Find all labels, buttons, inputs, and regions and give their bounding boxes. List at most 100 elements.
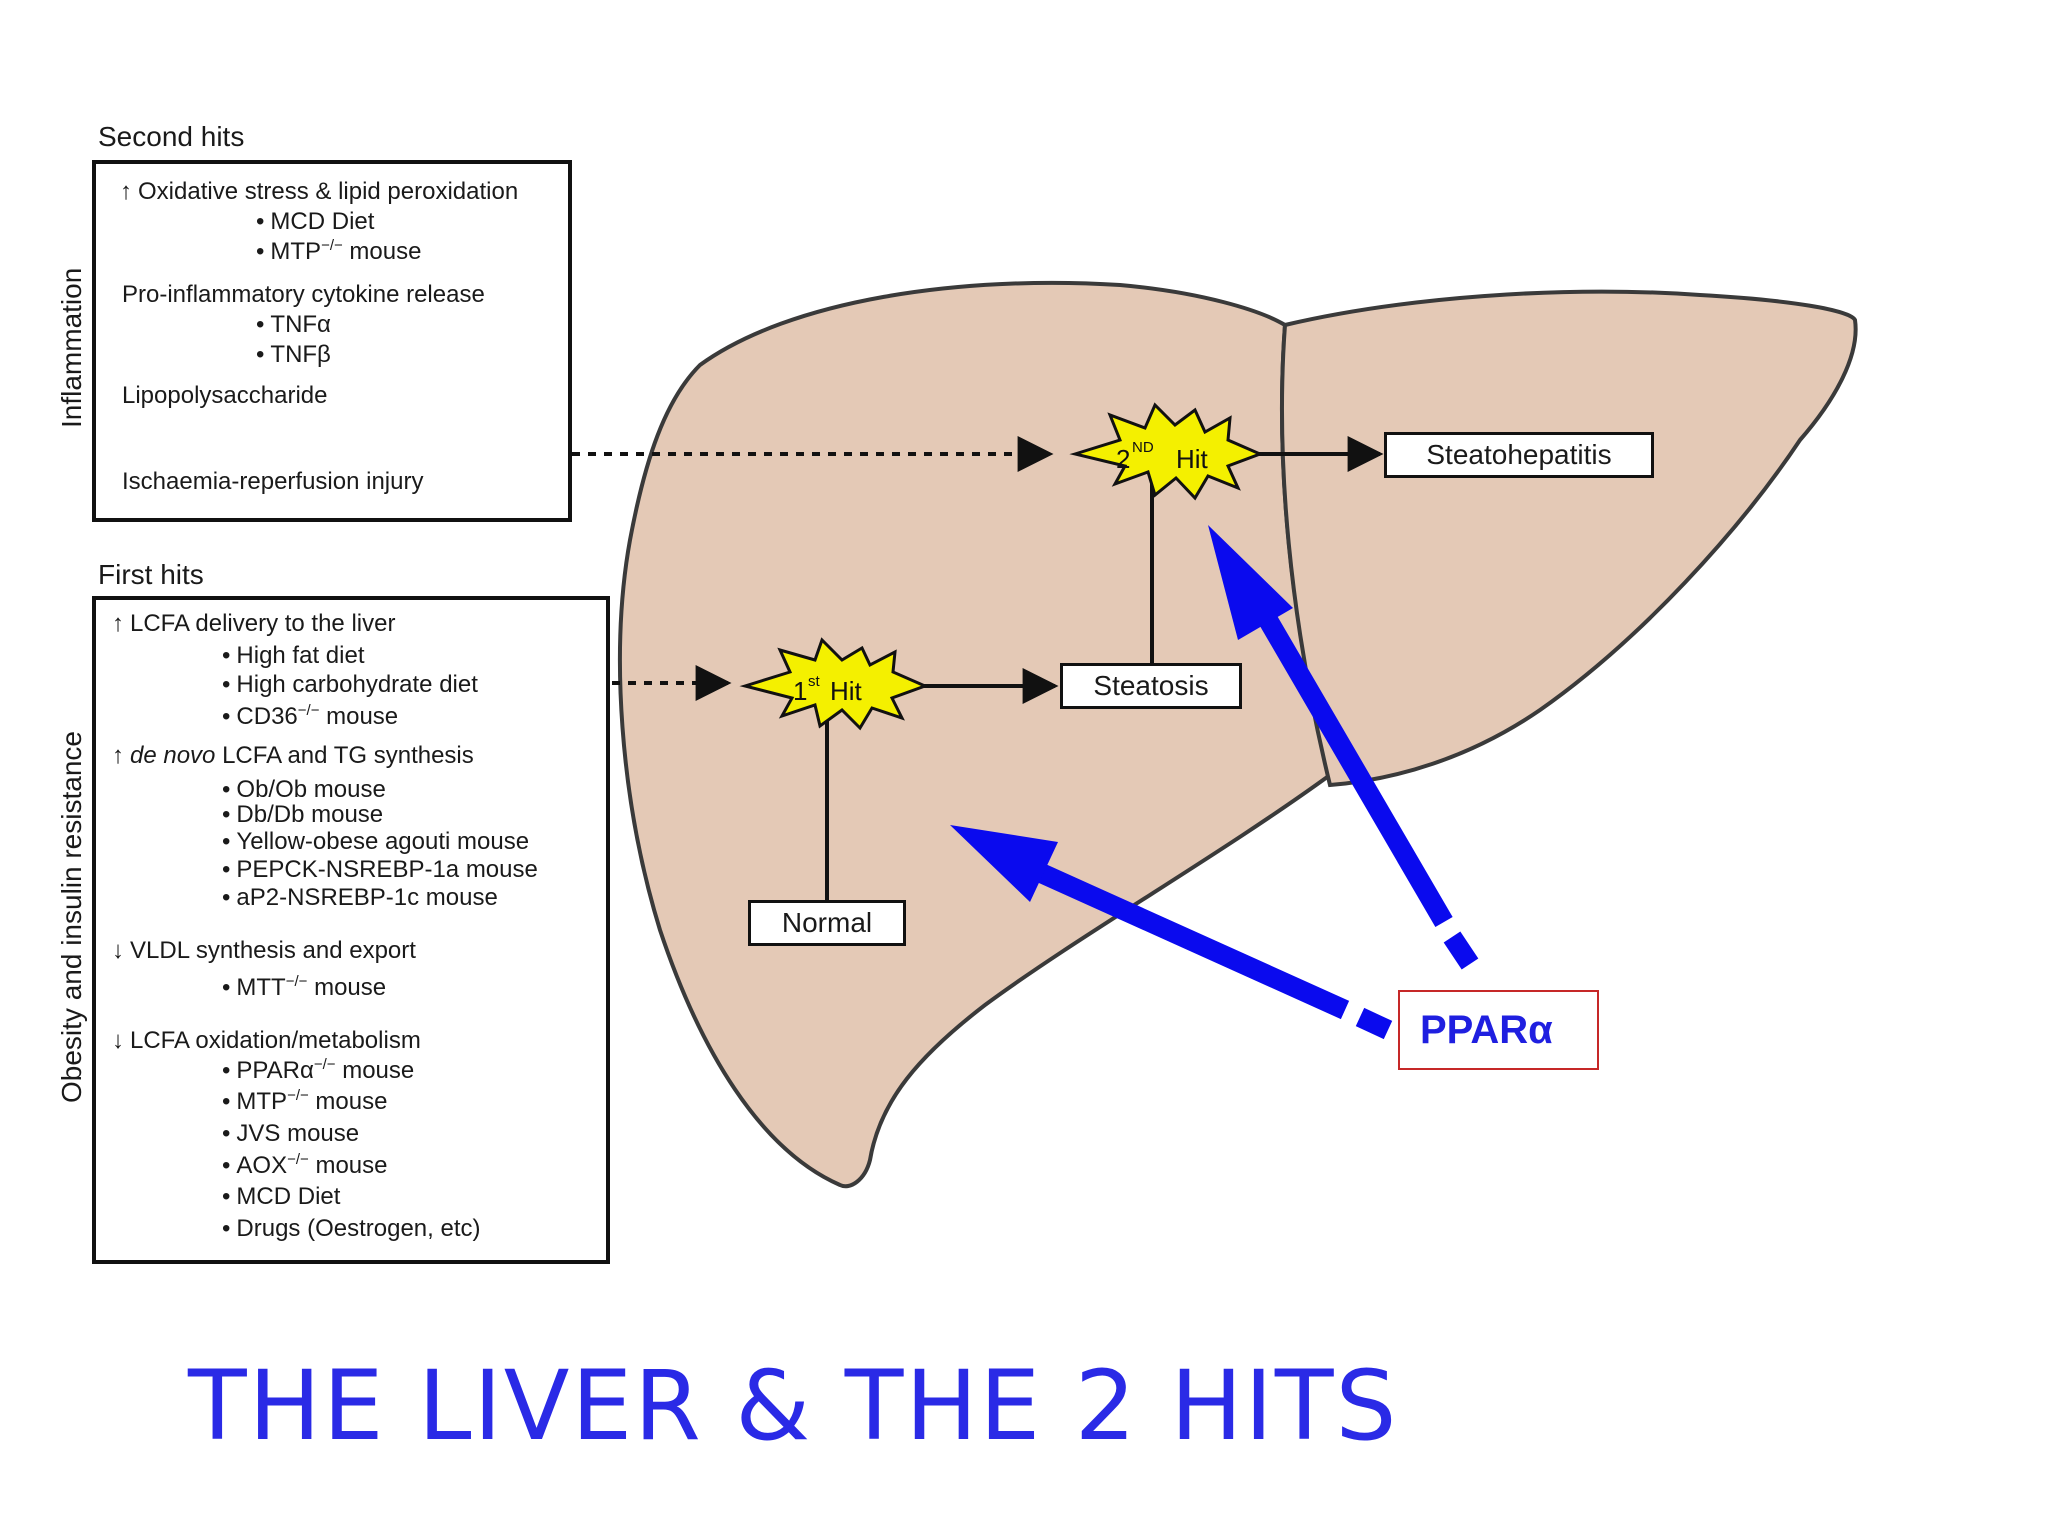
- first-hits-line: ↑de novo LCFA and TG synthesis: [112, 742, 474, 770]
- line-text: aP2-NSREBP-1c mouse: [236, 884, 498, 911]
- first-hits-line: •MTP−/− mouse: [222, 1088, 387, 1116]
- first-hits-line: •Db/Db mouse: [222, 801, 383, 829]
- bullet-icon: •: [222, 671, 231, 698]
- line-text: Db/Db mouse: [236, 801, 384, 828]
- bullet-icon: •: [256, 311, 265, 338]
- first-hits-caption: First hits: [98, 559, 204, 590]
- first-hits-line: •CD36−/− mouse: [222, 703, 398, 731]
- steatosis-box: Steatosis: [1060, 663, 1242, 709]
- second-hit-word: Hit: [1176, 444, 1209, 474]
- bullet-icon: •: [222, 703, 231, 730]
- second-hits-line: •TNFα: [256, 311, 331, 339]
- line-text: MCD Diet: [236, 1183, 341, 1210]
- line-text: VLDL synthesis and export: [130, 937, 416, 964]
- first-hits-line: •Yellow-obese agouti mouse: [222, 828, 529, 856]
- bullet-icon: •: [256, 208, 265, 235]
- line-suffix: mouse: [308, 1152, 388, 1179]
- first-hits-line: •MTT−/− mouse: [222, 974, 386, 1002]
- second-hits-line: •MTP−/− mouse: [256, 238, 421, 266]
- first-hit-word: Hit: [830, 676, 863, 706]
- line-suffix: mouse: [342, 238, 422, 265]
- obesity-insulin-side-label: Obesity and insulin resistance: [56, 731, 87, 1103]
- genotype-superscript: −/−: [297, 702, 320, 719]
- line-text: Yellow-obese agouti mouse: [236, 828, 530, 855]
- line-text: Pro-inflammatory cytokine release: [122, 281, 485, 308]
- line-text: TNFβ: [270, 341, 331, 368]
- liver-right-lobe: [618, 280, 1333, 1189]
- second-hits-line: ↑Oxidative stress & lipid peroxidation: [120, 178, 518, 206]
- first-hits-line: •High carbohydrate diet: [222, 671, 478, 699]
- change-arrow-icon: ↓: [112, 937, 124, 964]
- first-hits-panel: [92, 596, 610, 1264]
- line-text: MTP: [270, 238, 322, 265]
- line-text: LCFA and TG synthesis: [215, 742, 474, 769]
- line-text: CD36: [236, 703, 298, 730]
- line-text: JVS mouse: [236, 1120, 360, 1147]
- bullet-icon: •: [222, 974, 231, 1001]
- genotype-superscript: −/−: [313, 1056, 336, 1073]
- first-hits-line: •High fat diet: [222, 642, 364, 670]
- first-hits-line: •PEPCK-NSREBP-1a mouse: [222, 856, 538, 884]
- line-text: Oxidative stress & lipid peroxidation: [138, 178, 519, 205]
- bullet-icon: •: [222, 1152, 231, 1179]
- change-arrow-icon: ↑: [112, 610, 124, 637]
- steatohepatitis-box: Steatohepatitis: [1384, 432, 1654, 478]
- bullet-icon: •: [222, 856, 231, 883]
- line-text: MTT: [236, 974, 286, 1001]
- ppar-arrow-to-first-hit: [950, 825, 1393, 1040]
- first-hits-line: ↓LCFA oxidation/metabolism: [112, 1027, 421, 1055]
- first-hits-line: •aP2-NSREBP-1c mouse: [222, 884, 498, 912]
- second-hits-line: Lipopolysaccharide: [122, 382, 327, 410]
- line-text: MTP: [236, 1088, 288, 1115]
- change-arrow-icon: ↑: [120, 178, 132, 205]
- line-text: High carbohydrate diet: [236, 671, 478, 698]
- first-hit-ordinal: st: [808, 673, 821, 690]
- bullet-icon: •: [256, 238, 265, 265]
- first-hits-line: •PPARα−/− mouse: [222, 1057, 414, 1085]
- liver-left-lobe: [1280, 289, 1858, 788]
- line-text: LCFA delivery to the liver: [130, 610, 396, 637]
- genotype-superscript: −/−: [287, 1151, 309, 1168]
- second-hits-line: Ischaemia-reperfusion injury: [122, 468, 423, 496]
- genotype-superscript: −/−: [287, 1087, 309, 1104]
- bullet-icon: •: [222, 642, 231, 669]
- first-hits-line: ↓VLDL synthesis and export: [112, 937, 416, 965]
- change-arrow-icon: ↓: [112, 1027, 124, 1054]
- first-hits-line: •Ob/Ob mouse: [222, 776, 386, 804]
- normal-box: Normal: [748, 900, 906, 946]
- line-text: PPARα: [236, 1057, 314, 1084]
- line-text: AOX: [236, 1152, 288, 1179]
- bullet-icon: •: [222, 1120, 231, 1147]
- second-hits-panel: [92, 160, 572, 522]
- ppar-alpha-label: PPARα: [1398, 990, 1599, 1070]
- line-suffix: mouse: [335, 1057, 415, 1084]
- second-hit-number: 2: [1116, 444, 1130, 474]
- line-suffix: mouse: [319, 703, 399, 730]
- change-arrow-icon: ↑: [112, 742, 124, 769]
- bullet-icon: •: [222, 1215, 231, 1242]
- bullet-icon: •: [222, 828, 231, 855]
- genotype-superscript: −/−: [285, 973, 308, 990]
- line-text: Ischaemia-reperfusion injury: [122, 468, 424, 495]
- first-hits-line: ↑LCFA delivery to the liver: [112, 610, 395, 638]
- second-hits-line: •TNFβ: [256, 341, 331, 369]
- first-hits-line: •AOX−/− mouse: [222, 1152, 387, 1180]
- second-hits-caption: Second hits: [98, 121, 245, 152]
- line-text: MCD Diet: [270, 208, 375, 235]
- bullet-icon: •: [222, 776, 231, 803]
- bullet-icon: •: [222, 1057, 231, 1084]
- slide-title: THE LIVER & THE 2 HITS: [188, 1350, 1399, 1462]
- second-hit-ordinal: ND: [1132, 439, 1154, 456]
- first-hits-line: •MCD Diet: [222, 1183, 340, 1211]
- bullet-icon: •: [222, 801, 231, 828]
- line-text: LCFA oxidation/metabolism: [130, 1027, 421, 1054]
- genotype-superscript: −/−: [321, 237, 343, 254]
- line-text: PEPCK-NSREBP-1a mouse: [236, 856, 538, 883]
- first-hits-line: •Drugs (Oestrogen, etc): [222, 1215, 481, 1243]
- line-text: High fat diet: [236, 642, 365, 669]
- second-hit-starburst: [1069, 402, 1264, 501]
- ppar-arrow-to-second-hit: [1208, 525, 1479, 970]
- line-text: Drugs (Oestrogen, etc): [236, 1215, 481, 1242]
